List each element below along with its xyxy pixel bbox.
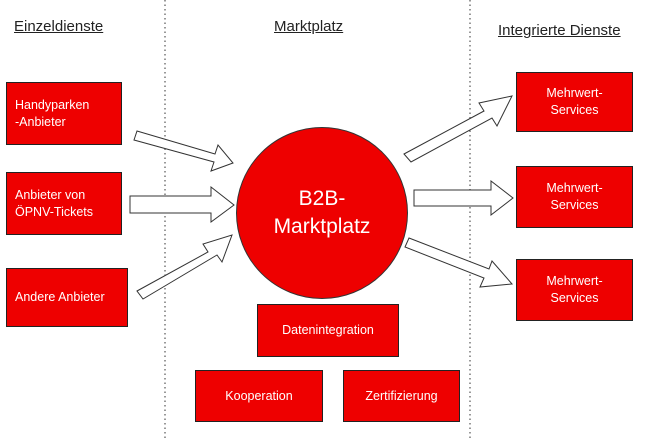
service-box-2: Mehrwert- Services: [516, 166, 633, 228]
arrow-provider-3-to-hub: [136, 234, 233, 300]
heading-integrierte-dienste: Integrierte Dienste: [498, 22, 621, 39]
function-box-datenintegration: Datenintegration: [257, 304, 399, 357]
provider-box-oepnv: Anbieter von ÖPNV-Tickets: [6, 172, 122, 235]
heading-einzeldienste: Einzeldienste: [14, 18, 104, 35]
heading-marktplatz: Marktplatz: [274, 18, 344, 35]
service-label: Mehrwert- Services: [546, 181, 603, 212]
service-label: Mehrwert- Services: [546, 86, 603, 117]
provider-label: Handyparken -Anbieter: [15, 97, 90, 129]
function-box-kooperation: Kooperation: [195, 370, 323, 422]
provider-box-handyparken: Handyparken -Anbieter: [6, 82, 122, 145]
function-label: Zertifizierung: [365, 388, 438, 403]
provider-box-andere: Andere Anbieter: [6, 268, 128, 327]
hub-b2b-marktplatz: B2B- Marktplatz: [236, 127, 408, 299]
function-label: Kooperation: [225, 388, 293, 403]
service-box-3: Mehrwert- Services: [516, 259, 633, 321]
function-label: Datenintegration: [282, 323, 374, 337]
arrow-provider-2-to-hub: [129, 185, 235, 223]
provider-label: Anbieter von ÖPNV-Tickets: [15, 187, 94, 219]
function-box-zertifizierung: Zertifizierung: [343, 370, 460, 422]
arrow-hub-to-service-1: [403, 95, 513, 163]
service-box-1: Mehrwert- Services: [516, 72, 633, 132]
hub-label: B2B- Marktplatz: [273, 187, 371, 238]
arrow-provider-1-to-hub: [133, 130, 234, 172]
arrow-hub-to-service-3: [404, 237, 514, 288]
arrow-hub-to-service-2: [413, 179, 514, 217]
service-label: Mehrwert- Services: [546, 274, 603, 305]
provider-label: Andere Anbieter: [15, 290, 105, 304]
